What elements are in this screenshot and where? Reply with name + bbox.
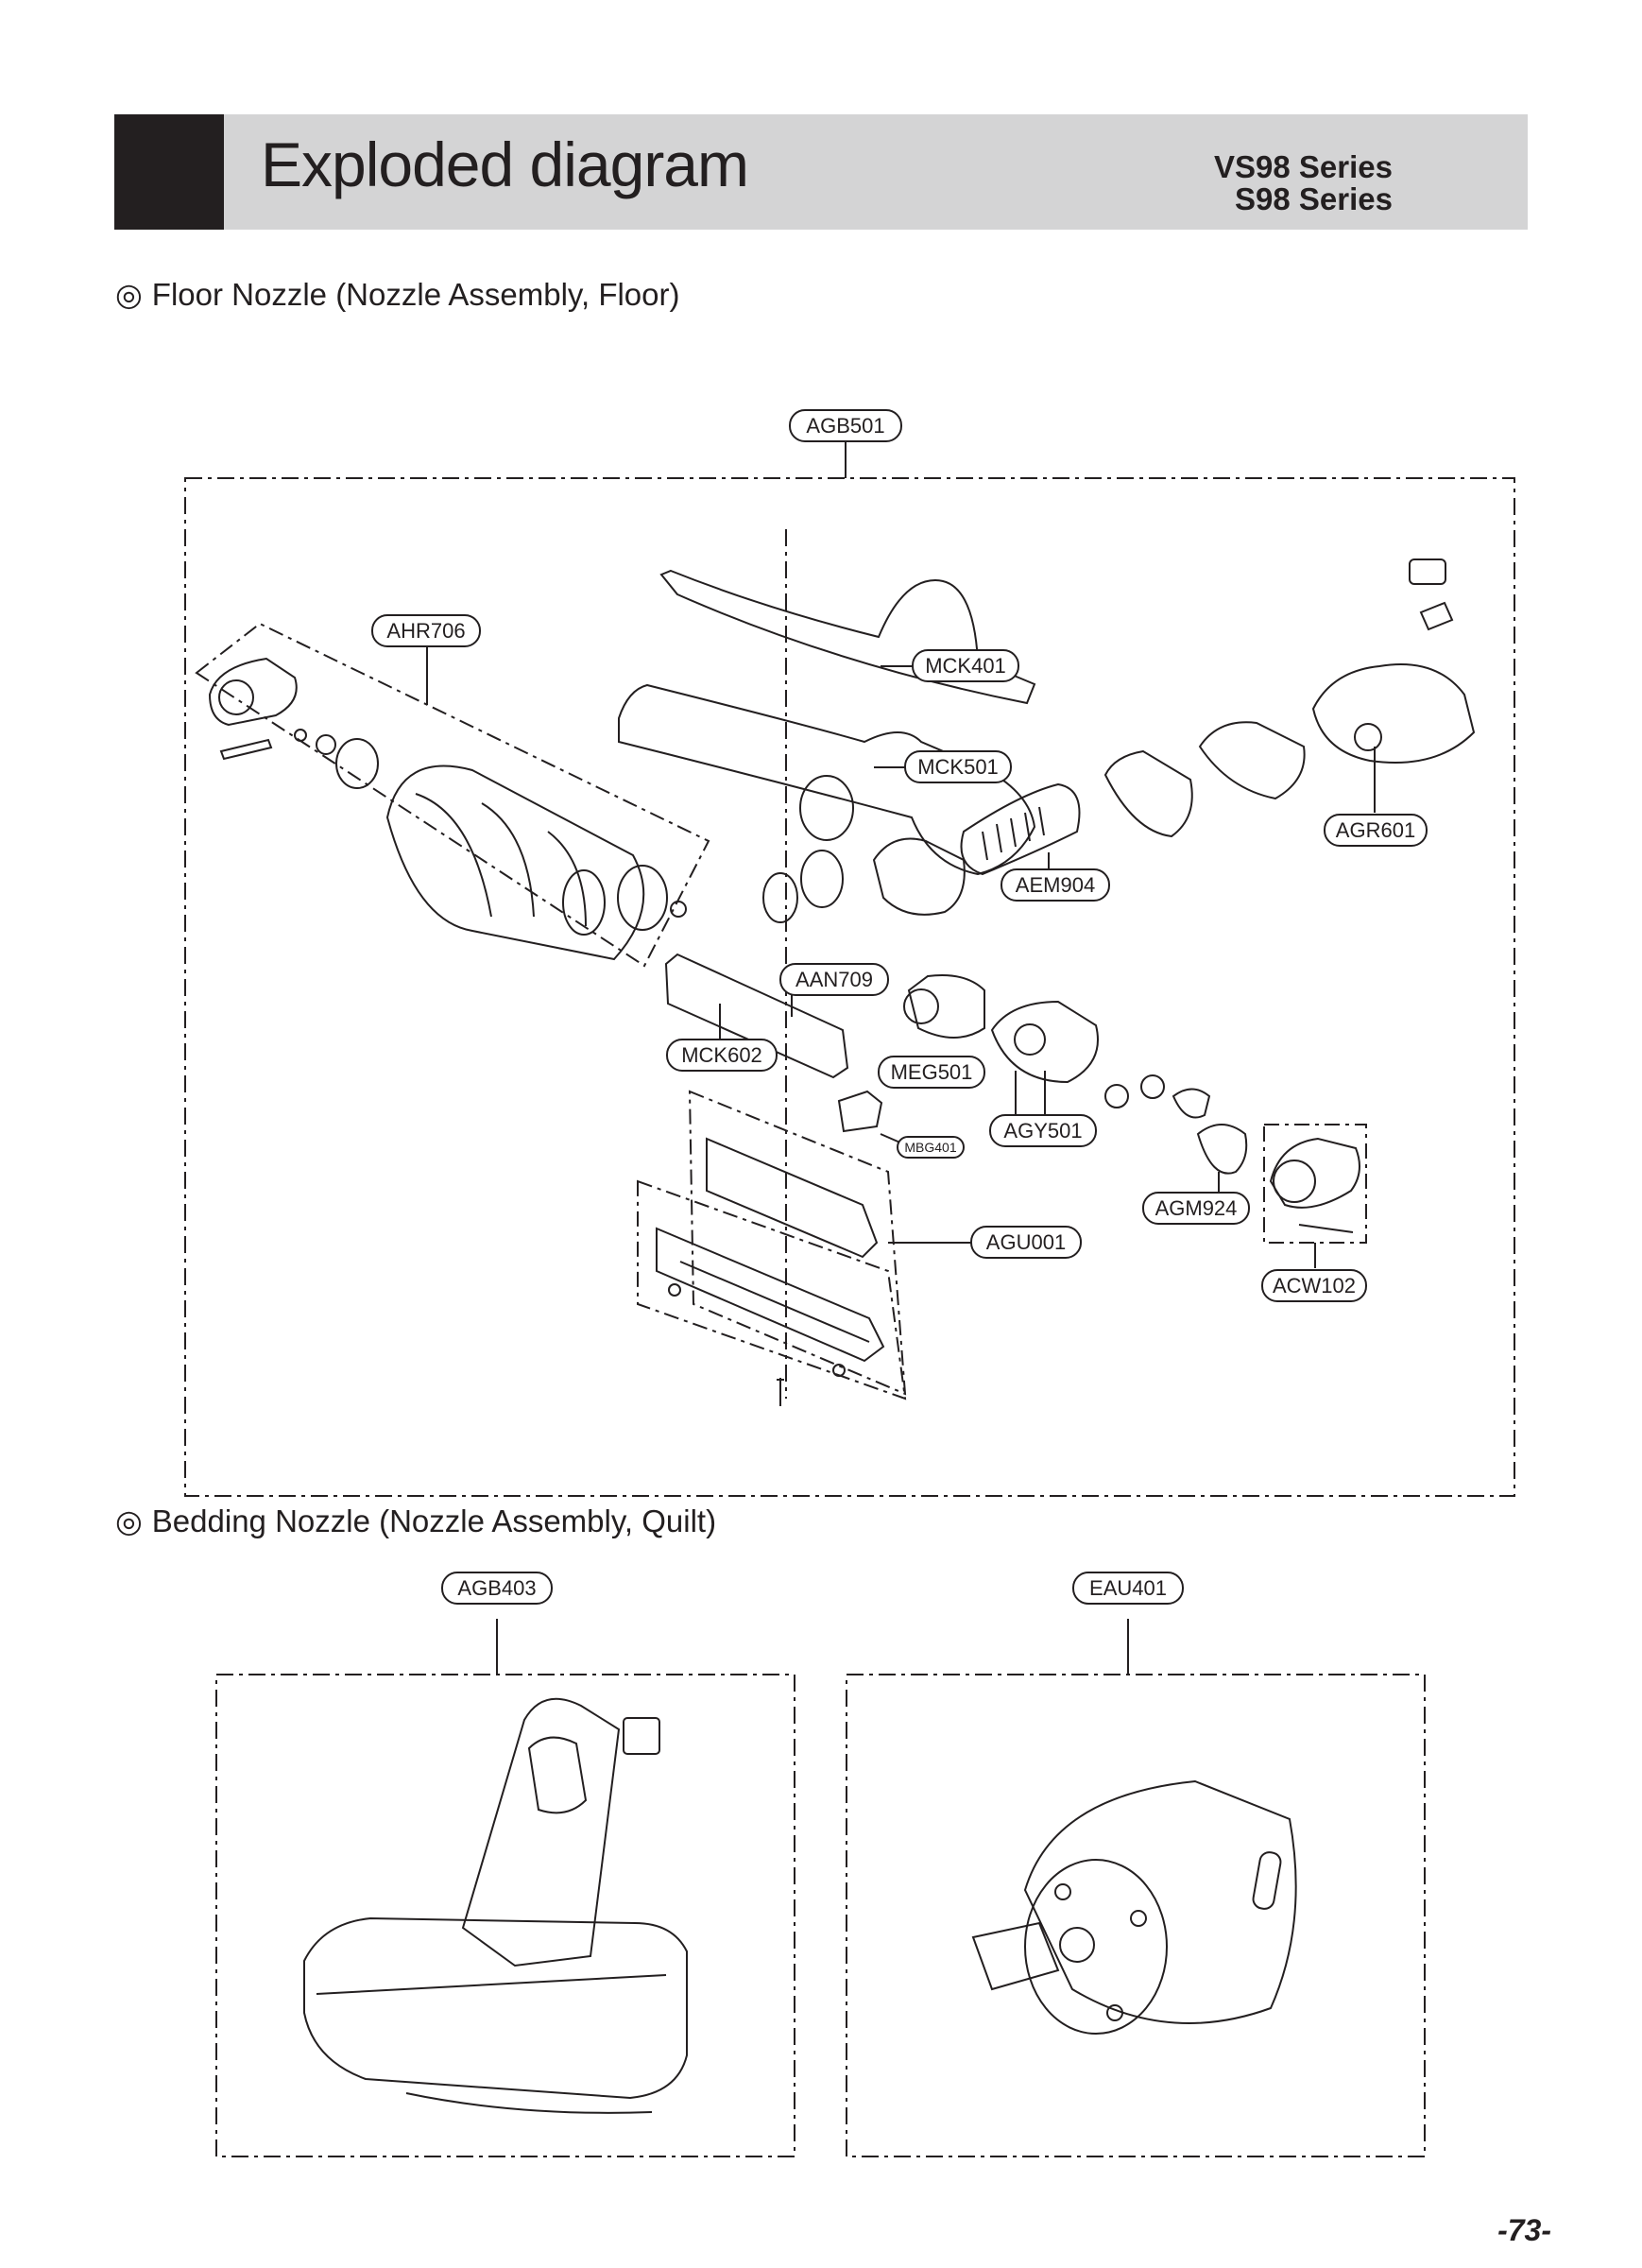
dc-motor-drawing	[971, 1779, 1297, 2035]
model-series: VS98 Series S98 Series	[1214, 151, 1393, 215]
callout-aan709	[779, 963, 889, 996]
neck-ring-part	[1103, 749, 1193, 838]
gear-housing-part	[990, 1000, 1099, 1084]
callout-label: MBG401	[904, 1140, 956, 1155]
section-floor-nozzle: ◎Floor Nozzle (Nozzle Assembly, Floor)	[115, 276, 680, 313]
callout-label: MCK401	[925, 654, 1006, 678]
callout-agb403	[441, 1572, 553, 1605]
base-plate-group-outline	[688, 1090, 907, 1396]
bedding-nozzle-drawing	[303, 1697, 688, 2114]
section-bullet-icon: ◎	[115, 1503, 143, 1538]
filter-cover-part	[1269, 1137, 1360, 1209]
callout-acw102	[1261, 1269, 1367, 1302]
callout-label: MCK501	[917, 755, 999, 779]
bedding-nozzle-frame	[215, 1674, 795, 2157]
callout-label: MEG501	[891, 1060, 973, 1084]
callout-label: AGY501	[1003, 1119, 1082, 1143]
callout-agm924	[1142, 1192, 1250, 1225]
top-cover-part	[659, 569, 1036, 705]
callout-agy501	[989, 1114, 1097, 1147]
section-title: Bedding Nozzle (Nozzle Assembly, Quilt)	[151, 1503, 717, 1538]
floor-nozzle-frame	[184, 477, 1515, 1497]
callout-label: AGU001	[986, 1230, 1066, 1254]
callout-agb501	[789, 409, 902, 442]
callout-mck501	[904, 750, 1012, 783]
section-bullet-icon: ◎	[115, 277, 143, 312]
series-line-2: S98 Series	[1235, 181, 1393, 216]
page-title: Exploded diagram	[261, 129, 749, 199]
callout-label: AHR706	[386, 619, 465, 643]
mbg401-part	[837, 1090, 883, 1133]
callout-label: AGR601	[1336, 818, 1415, 842]
neck-joint-part	[1198, 721, 1306, 800]
belt-part	[1196, 1124, 1248, 1175]
callout-meg501	[878, 1056, 985, 1089]
callout-label: ACW102	[1273, 1274, 1356, 1297]
hose-part	[960, 782, 1081, 876]
callout-label: AGM924	[1155, 1196, 1238, 1220]
callout-mck401	[912, 649, 1019, 682]
motor-frame	[846, 1674, 1426, 2157]
bumper-part	[664, 953, 849, 1079]
callout-agu001	[970, 1226, 1082, 1259]
callout-label: EAU401	[1089, 1576, 1167, 1600]
neck-body-part	[1311, 663, 1476, 764]
base-plate-lower-outline	[637, 1179, 907, 1400]
button-cap-part	[1409, 558, 1446, 585]
callout-label: AGB403	[457, 1576, 536, 1600]
callout-label: MCK602	[681, 1043, 762, 1067]
callout-mbg401	[897, 1136, 965, 1159]
callout-agr601	[1324, 814, 1428, 847]
page-number: -73-	[1497, 2213, 1551, 2247]
header-bar	[114, 114, 1528, 230]
callout-aem904	[1001, 868, 1110, 902]
base-plate-upper-part	[706, 1137, 879, 1259]
series-line-1: VS98 Series	[1214, 149, 1393, 184]
section-title: Floor Nozzle (Nozzle Assembly, Floor)	[151, 277, 680, 312]
motor-part	[907, 974, 985, 1039]
callout-eau401	[1072, 1572, 1184, 1605]
section-bedding-nozzle: ◎Bedding Nozzle (Nozzle Assembly, Quilt)	[115, 1503, 716, 1539]
callout-label: AGB501	[806, 414, 884, 438]
base-plate-lower-part	[656, 1227, 885, 1363]
filter-cover-group-outline	[1263, 1124, 1367, 1244]
callout-label: AAN709	[795, 968, 873, 991]
header-block	[114, 114, 224, 230]
callout-ahr706	[371, 614, 481, 647]
brush-roll-parts	[208, 657, 687, 961]
callout-mck602	[666, 1039, 778, 1072]
callout-label: AEM904	[1016, 873, 1095, 897]
brush-roll-group-outline	[195, 622, 710, 968]
